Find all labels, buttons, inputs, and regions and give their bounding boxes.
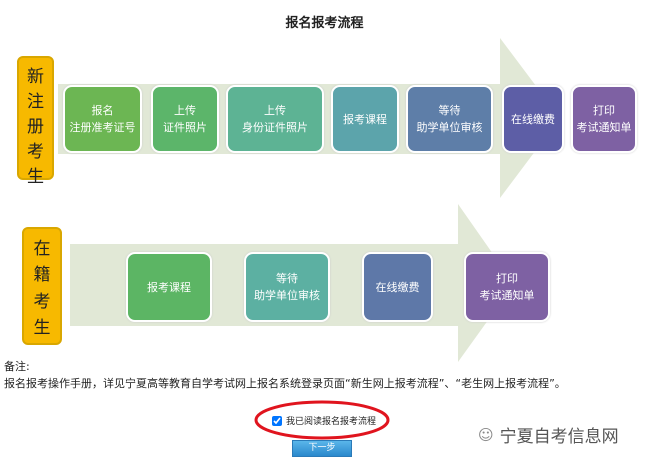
step-text: 助学单位审核	[254, 289, 320, 302]
step-text: 等待	[438, 104, 461, 117]
step-box: 等待助学单位审核	[406, 85, 493, 153]
label-char: 在	[33, 238, 51, 259]
step-text: 上传	[264, 104, 286, 117]
step-text: 上传	[174, 104, 196, 117]
step-text: 考试通知单	[576, 121, 632, 134]
step-box: 报考课程	[331, 85, 399, 153]
step-text: 注册准考证号	[69, 121, 136, 134]
agree-checkbox-label: 我已阅读报名报考流程	[286, 417, 377, 427]
label-char: 考	[27, 142, 44, 162]
step-text: 等待	[276, 272, 298, 285]
step-text: 报名	[91, 104, 114, 117]
label-char: 籍	[33, 265, 51, 286]
step-box: 在线缴费	[362, 252, 433, 322]
label-char: 册	[27, 117, 44, 137]
step-box: 打印考试通知单	[464, 252, 550, 322]
step-box: 上传身份证件照片	[226, 85, 324, 153]
step-box: 上传证件照片	[151, 85, 219, 153]
step-text: 证件照片	[163, 121, 207, 134]
watermark: ☺ 宁夏自考信息网	[478, 422, 619, 448]
notes-text: 报名报考操作手册，详见宁夏高等教育自学考试网上报名系统登录页面“新生网上报考流程…	[4, 377, 566, 390]
step-text: 助学单位审核	[416, 121, 483, 134]
step-box: 报考课程	[126, 252, 212, 322]
step-text: 打印	[593, 104, 615, 117]
label-char: 考	[33, 291, 51, 312]
step-text: 打印	[496, 272, 518, 285]
watermark-text: 宁夏自考信息网	[499, 427, 619, 447]
step-box: 打印考试通知单	[571, 85, 637, 153]
agree-checkbox-row[interactable]: 我已阅读报名报考流程	[272, 414, 376, 427]
step-box: 等待助学单位审核	[244, 252, 330, 322]
step-text: 考试通知单	[479, 289, 535, 302]
wechat-icon: ☺	[478, 425, 494, 444]
highlight-ellipse	[254, 400, 390, 440]
next-button[interactable]: 下一步	[292, 440, 352, 457]
step-text: 报考课程	[343, 112, 387, 126]
label-char: 生	[27, 167, 44, 187]
label-char: 注	[27, 92, 44, 112]
notes-heading: 备注:	[4, 360, 30, 373]
step-box: 报名注册准考证号	[63, 85, 142, 153]
step-text: 身份证件照片	[242, 121, 308, 134]
new-students-label: 新注册考生	[17, 56, 54, 187]
agree-checkbox[interactable]	[272, 415, 282, 426]
step-text: 在线缴费	[511, 112, 555, 126]
page-title: 报名报考流程	[285, 16, 364, 31]
label-char: 新	[27, 67, 44, 87]
label-char: 生	[33, 318, 51, 339]
step-text: 在线缴费	[375, 280, 420, 294]
enrolled-students-label: 在籍考生	[22, 227, 62, 345]
step-text: 报考课程	[147, 280, 191, 294]
step-box: 在线缴费	[502, 85, 564, 153]
